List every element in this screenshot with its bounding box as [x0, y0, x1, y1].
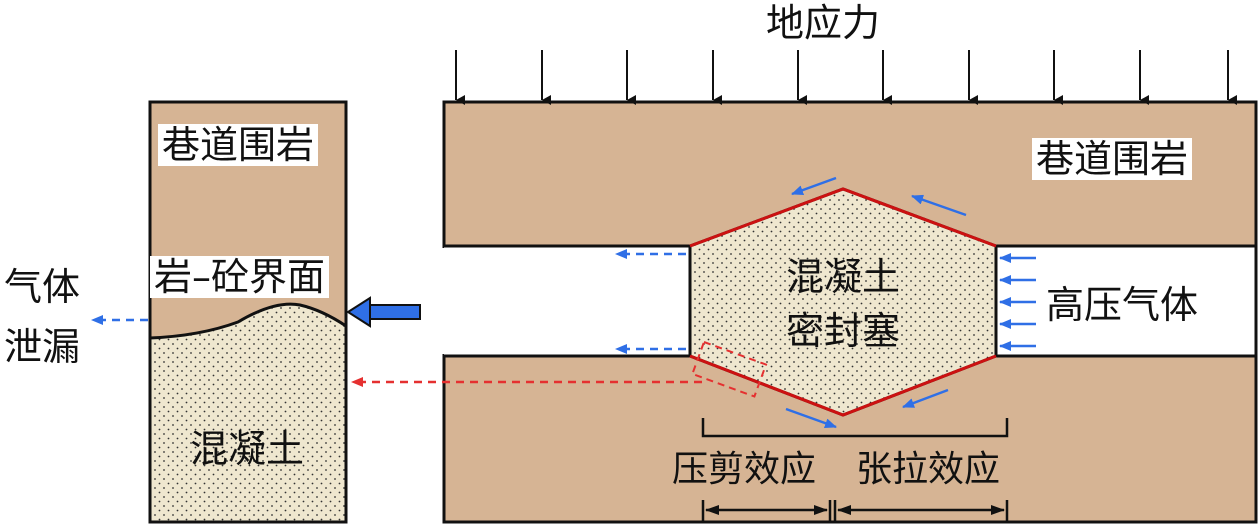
concrete-label: 混凝土: [190, 427, 305, 471]
rock-right-label: 巷道围岩: [1032, 138, 1193, 180]
tunnel-right-opening: [996, 246, 1256, 356]
interface-pointer-arrow: [346, 296, 421, 328]
plug-label-2: 密封塞: [786, 309, 901, 353]
shear-effect-label: 压剪效应: [672, 449, 817, 490]
left-concrete-fill: [150, 304, 346, 522]
tunnel-outline: [444, 244, 1256, 358]
rock-left-label: 巷道围岩: [158, 124, 319, 166]
interface-label: 岩–砼界面: [150, 256, 330, 298]
tunnel-left-opening: [444, 246, 690, 356]
plug-label-1: 混凝土: [786, 255, 901, 299]
leak-arrows: [615, 249, 686, 354]
effect-bracket: [701, 418, 1009, 438]
zoom-region-box: [691, 340, 768, 398]
gas-pressure-arrows: [999, 253, 1036, 351]
left-panel-border: [148, 100, 348, 524]
tension-effect-label: 张拉效应: [856, 449, 1001, 490]
shear-arrows: [785, 176, 967, 429]
plug-contact-edge: [689, 187, 997, 417]
rock-concrete-interface-line: [149, 302, 347, 340]
gas-leak-label-2: 泄漏: [4, 325, 81, 369]
effect-dimension-arrows: [701, 500, 1009, 522]
gas-leak-label-1: 气体: [4, 265, 81, 309]
high-pressure-gas-label: 高压气体: [1046, 283, 1199, 327]
ground-stress-label: 地应力: [766, 1, 881, 45]
ground-stress-arrows: [455, 50, 1237, 105]
